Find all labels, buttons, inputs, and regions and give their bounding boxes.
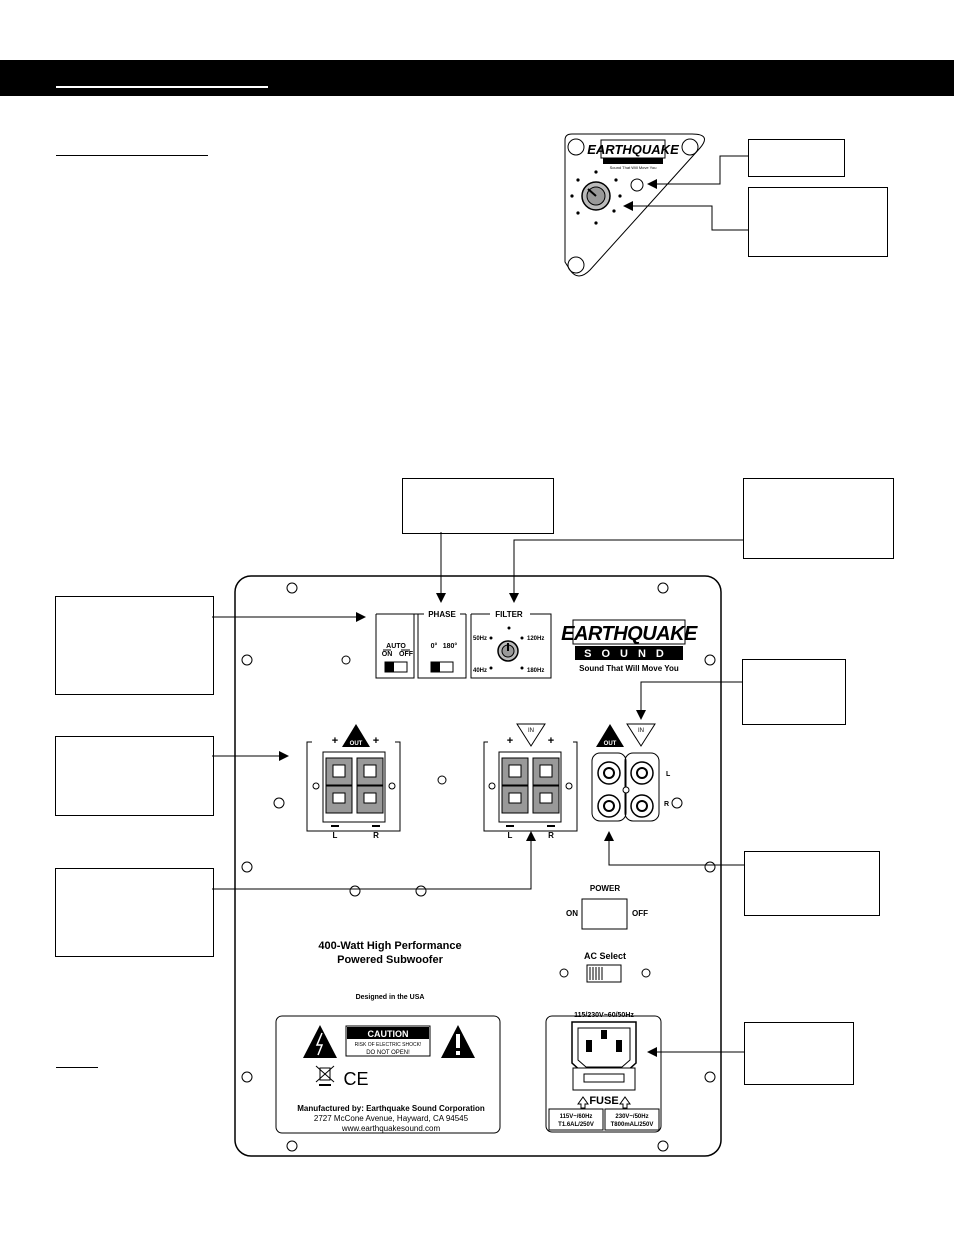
rca-left-label: L — [666, 771, 671, 778]
fuse-115-rating-b: T1.6AL/250V — [558, 1122, 594, 1128]
rca-out-triangle-icon — [596, 724, 624, 747]
out-plus-right: + — [373, 735, 379, 747]
callout-box-line-in — [742, 659, 846, 725]
speaker-out-terminals: OUT + + L R — [306, 724, 401, 840]
filter-40hz-label: 40Hz — [473, 668, 487, 674]
callout-box-filter — [743, 478, 894, 559]
caution-subtitle: RISK OF ELECTRIC SHOCK! — [355, 1042, 422, 1048]
rca-right-label: R — [664, 801, 669, 808]
manufacturer-line1: Manufactured by: Earthquake Sound Corpor… — [297, 1104, 485, 1113]
speaker-in-label: IN — [528, 728, 534, 734]
power-inlet-assembly: 115/230V~60/50Hz FUSE 115V~/60Hz T1.6AL/… — [545, 1012, 662, 1133]
power-label: POWER — [590, 884, 620, 893]
ce-mark: CE — [343, 1069, 368, 1089]
callout-box-auto-on — [55, 596, 214, 695]
ac-select-label: AC Select — [584, 951, 626, 961]
header-title-underline — [56, 86, 268, 88]
auto-label: AUTO — [386, 643, 406, 650]
out-warning-triangle-icon — [342, 724, 370, 747]
auto-off-label: OFF — [399, 651, 414, 658]
earthquake-logo: EARTHQUAKE SOUND Sound That Will Move Yo… — [561, 619, 699, 673]
logo-text: EARTHQUAKE — [561, 623, 698, 645]
weee-bin-icon — [315, 1065, 335, 1086]
callout-box-line-out — [744, 851, 880, 916]
product-name-line1: 400-Watt High Performance — [318, 940, 461, 952]
auto-on-label: ON — [382, 651, 393, 658]
in-triangle-icon — [516, 723, 546, 747]
in-left-label: L — [508, 831, 513, 840]
lightning-warning-icon — [303, 1025, 337, 1058]
remote-logo: EARTHQUAKE — [587, 142, 679, 157]
rca-jacks: OUT IN L R — [591, 723, 671, 822]
header-bar — [0, 60, 954, 96]
speaker-out-label: OUT — [350, 741, 363, 747]
logo-tagline: Sound That Will Move You — [579, 664, 679, 673]
logo-sound: SOUND — [584, 648, 674, 660]
remote-tagline: Sound That Will Move You — [610, 165, 657, 170]
fuse-230-rating-a: 230V~/50Hz — [615, 1114, 648, 1120]
phase-label: PHASE — [428, 610, 456, 619]
rca-in-label: IN — [638, 728, 644, 734]
manufacturer-website: www.earthquakesound.com — [341, 1124, 441, 1133]
speaker-in-terminals: IN + + L R — [483, 723, 578, 840]
fuse-115-rating-a: 115V~/60Hz — [560, 1114, 593, 1120]
filter-label: FILTER — [495, 610, 523, 619]
callout-box-speaker-out — [55, 736, 214, 816]
callout-box-remote-knob — [748, 187, 888, 257]
amplifier-panel — [234, 575, 722, 1157]
fuse-230-rating-b: T800mAL/250V — [611, 1122, 654, 1128]
callout-box-power-inlet — [744, 1022, 854, 1085]
power-on-label: ON — [566, 909, 578, 918]
out-plus-left: + — [332, 735, 338, 747]
out-left-label: L — [333, 831, 338, 840]
controls-group: PHASE FILTER AUTO ON OFF 0° 180° 50Hz 40… — [375, 610, 552, 679]
caution-title: CAUTION — [368, 1029, 409, 1039]
caution-plate: CAUTION RISK OF ELECTRIC SHOCK! DO NOT O… — [275, 1015, 501, 1134]
rca-out-label: OUT — [604, 741, 617, 747]
out-right-minus-terminal[interactable] — [356, 785, 384, 814]
power-off-label: OFF — [632, 909, 648, 918]
note-heading-underline — [56, 1067, 98, 1068]
voltage-label: 115/230V~60/50Hz — [574, 1012, 634, 1019]
product-name-line2: Powered Subwoofer — [337, 954, 443, 966]
section-heading-underline — [56, 155, 208, 156]
designed-in-usa: Designed in the USA — [356, 994, 425, 1001]
fuse-arrow-left-icon — [577, 1096, 589, 1109]
filter-180hz-label: 180Hz — [527, 668, 544, 674]
manufacturer-line2: 2727 McCone Avenue, Hayward, CA 94545 — [314, 1114, 469, 1123]
ac-select-switch[interactable] — [586, 964, 622, 983]
filter-120hz-label: 120Hz — [527, 636, 544, 642]
phase-0-label: 0° — [431, 642, 438, 650]
fuse-label: FUSE — [589, 1095, 618, 1107]
callout-box-speaker-in — [55, 868, 214, 957]
rca-in-triangle-icon — [626, 723, 656, 747]
in-plus-left: + — [507, 735, 513, 747]
callout-box-led — [748, 139, 845, 177]
phase-180-label: 180° — [443, 642, 458, 650]
callout-box-phase — [402, 478, 554, 534]
remote-led-icon — [630, 178, 644, 192]
caution-subtitle2: DO NOT OPEN! — [366, 1050, 410, 1056]
filter-50hz-label: 50Hz — [473, 636, 487, 642]
out-right-label: R — [373, 831, 379, 840]
in-right-label: R — [548, 831, 554, 840]
remote-plate: EARTHQUAKE Sound That Will Move You — [564, 133, 705, 277]
in-plus-right: + — [548, 735, 554, 747]
fuse-arrow-right-icon — [619, 1096, 631, 1109]
power-switch[interactable] — [581, 898, 628, 930]
iec-power-inlet[interactable] — [571, 1021, 637, 1073]
